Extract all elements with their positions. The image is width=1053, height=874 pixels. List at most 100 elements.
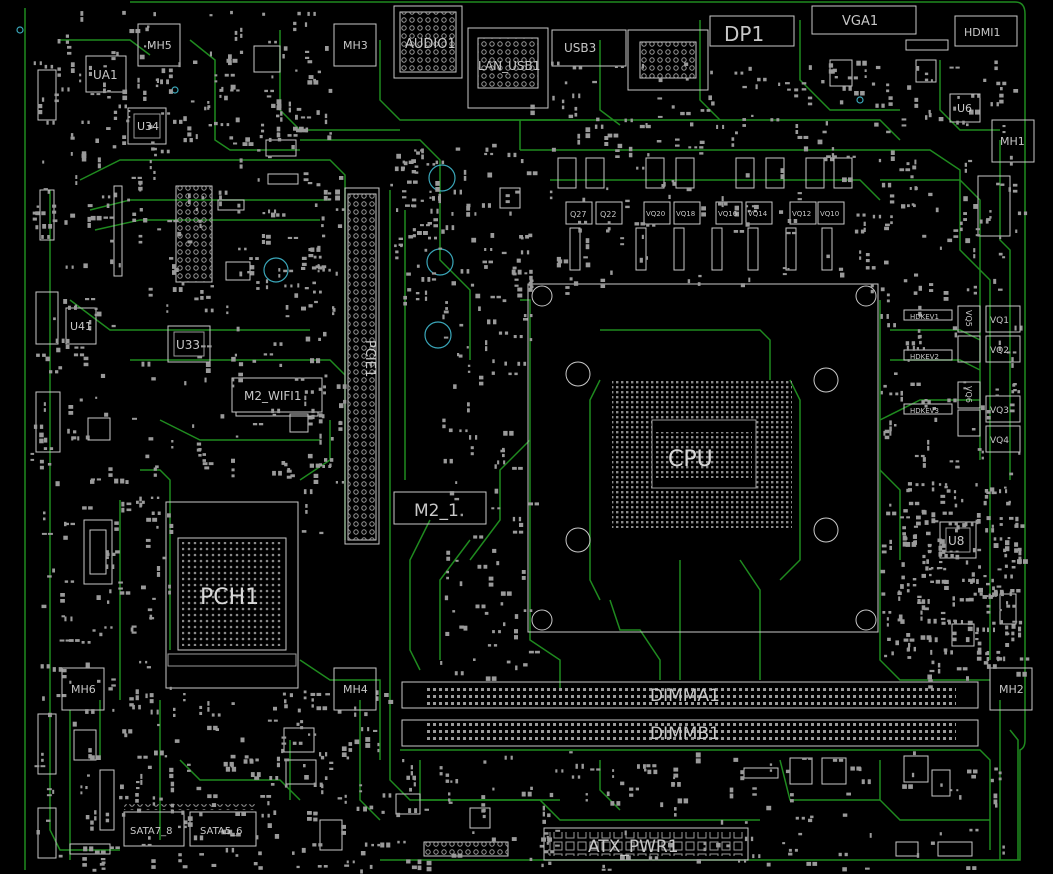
pad (914, 97, 919, 102)
pad (287, 236, 293, 239)
pad (241, 812, 246, 816)
pad (716, 842, 721, 848)
pad (95, 396, 98, 399)
pad (187, 763, 191, 766)
pad (70, 616, 73, 622)
pad (43, 517, 46, 521)
pad (555, 769, 558, 773)
pad (910, 382, 915, 386)
pad (435, 160, 439, 165)
pad (90, 93, 95, 96)
pad (344, 864, 350, 867)
pad (438, 196, 441, 201)
pad (630, 118, 633, 123)
pad (274, 209, 277, 214)
pad (156, 525, 159, 529)
pad (620, 855, 625, 860)
pad (119, 795, 123, 800)
pad (94, 850, 100, 854)
pad (137, 755, 142, 759)
pad (973, 592, 977, 596)
pad (226, 311, 229, 315)
pad (497, 460, 500, 465)
pad (512, 516, 516, 522)
pad (47, 575, 52, 578)
pad (1004, 564, 1008, 568)
pad (962, 120, 965, 125)
pad (695, 752, 701, 758)
pad (178, 62, 181, 68)
pad (916, 853, 920, 858)
pad (252, 359, 257, 363)
pad (250, 271, 255, 276)
pad (55, 338, 59, 343)
pad (97, 679, 101, 683)
pad (862, 213, 866, 217)
pad (922, 457, 926, 462)
pad (230, 10, 233, 15)
pad (324, 458, 328, 462)
pad (926, 531, 931, 536)
pad (839, 100, 844, 105)
pad (70, 62, 75, 67)
pad (219, 88, 222, 92)
pad (338, 427, 343, 431)
label-mh2: MH2 (999, 683, 1024, 696)
pad (144, 45, 147, 48)
pad (271, 408, 275, 414)
pad (944, 579, 949, 584)
pad (635, 787, 639, 791)
pad (928, 544, 932, 548)
pad (46, 120, 49, 125)
pad (596, 117, 600, 122)
sata78-box (123, 811, 185, 847)
pad (303, 764, 306, 768)
pad (753, 209, 757, 213)
pad (880, 390, 883, 395)
pad (265, 240, 271, 245)
pad (161, 68, 166, 74)
pad (925, 115, 928, 120)
pad (551, 61, 554, 66)
pad (314, 203, 318, 207)
pad (947, 398, 951, 403)
pad (408, 235, 414, 239)
pad (411, 204, 416, 207)
pad (414, 149, 417, 152)
pad (30, 452, 35, 455)
pad (1013, 89, 1019, 93)
pad (938, 551, 943, 557)
pad (147, 361, 151, 367)
pad (438, 199, 441, 204)
pad (135, 689, 139, 695)
pad (1004, 574, 1007, 579)
pad (641, 63, 644, 69)
pad (103, 65, 107, 68)
pad (256, 281, 260, 284)
pad (518, 466, 523, 470)
pad (888, 611, 892, 614)
pad (460, 269, 464, 274)
pad (1003, 656, 1006, 662)
pad (574, 106, 578, 111)
pad (916, 347, 919, 350)
pad (39, 424, 44, 429)
pad (235, 117, 240, 123)
pad (83, 263, 88, 269)
pad (511, 269, 516, 275)
pad (613, 133, 619, 138)
pad (198, 448, 202, 451)
pad (432, 196, 435, 201)
pad (881, 182, 886, 188)
pad (886, 293, 890, 297)
pad (152, 796, 156, 800)
pad (671, 105, 675, 109)
pad (94, 810, 97, 815)
pad (1009, 161, 1013, 166)
pad (187, 822, 193, 827)
pad (403, 301, 407, 306)
pad (504, 331, 509, 335)
pad (310, 358, 315, 364)
pad (997, 568, 1002, 571)
pad (148, 124, 153, 129)
